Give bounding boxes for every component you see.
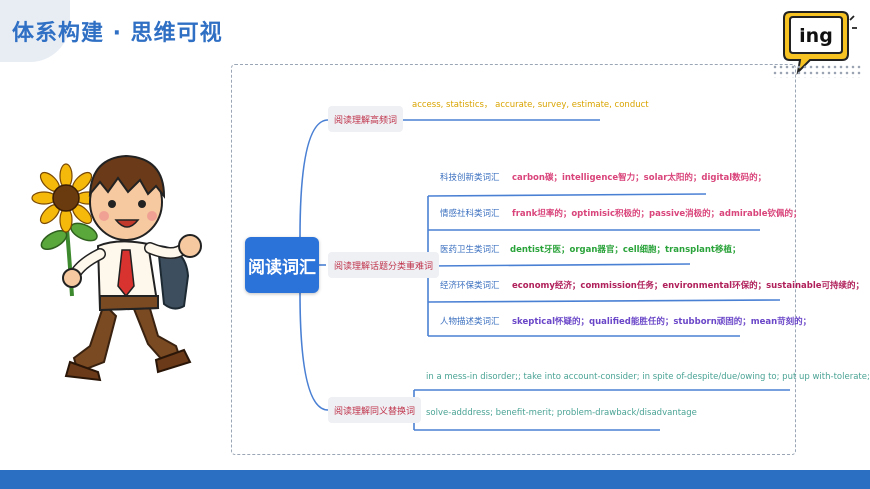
page-title: 体系构建 · 思维可视	[12, 21, 223, 46]
terms-emotion-social: frank坦率的；optimisic积极的；passive消极的；admirab…	[512, 209, 802, 219]
category-people: 人物描述类词汇	[440, 317, 500, 327]
synonym-line-1: in a mess-in disorder;; take into accoun…	[426, 372, 870, 382]
high-frequency-words: access, statistics， accurate, survey, es…	[412, 100, 649, 110]
branch-topic-words: 阅读理解话题分类重难词	[328, 252, 440, 278]
terms-people: skeptical怀疑的；qualified能胜任的；stubborn顽固的；m…	[512, 317, 812, 327]
badge-text: ing	[799, 25, 833, 47]
terms-medical: dentist牙医；organ器官；cell细胞；transplant移植；	[510, 245, 741, 255]
category-emotion-social: 情感社科类词汇	[440, 209, 500, 219]
category-sci-tech: 科技创新类词汇	[440, 173, 500, 183]
root-node: 阅读词汇	[245, 237, 319, 293]
terms-sci-tech: carbon碳；intelligence智力；solar太阳的；digital数…	[512, 173, 767, 183]
ing-speech-bubble-icon: ing	[783, 11, 857, 75]
category-economy: 经济环保类词汇	[440, 281, 500, 291]
terms-economy: economy经济；commission任务；environmental环保的；…	[512, 281, 865, 291]
footer-bar	[0, 470, 870, 489]
synonym-line-2: solve-adddress; benefit-merit; problem-d…	[426, 408, 697, 418]
mindmap-frame	[231, 64, 796, 455]
branch-high-frequency: 阅读理解高频词	[328, 106, 404, 132]
branch-synonyms: 阅读理解同义替换词	[328, 397, 422, 423]
boy-with-sunflower-illustration	[31, 154, 202, 382]
category-medical: 医药卫生类词汇	[440, 245, 500, 255]
